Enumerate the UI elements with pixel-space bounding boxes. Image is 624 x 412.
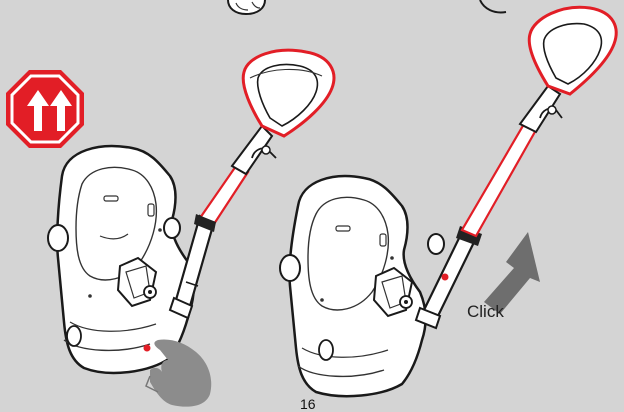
double-up-arrow-octagon-icon <box>6 70 84 148</box>
car-seat-right <box>280 176 444 396</box>
click-label: Click <box>467 302 504 322</box>
top-wheel-right <box>480 0 506 12</box>
car-seat-left <box>48 146 194 373</box>
top-wheel-left <box>228 0 265 14</box>
page-number: 16 <box>300 396 316 412</box>
